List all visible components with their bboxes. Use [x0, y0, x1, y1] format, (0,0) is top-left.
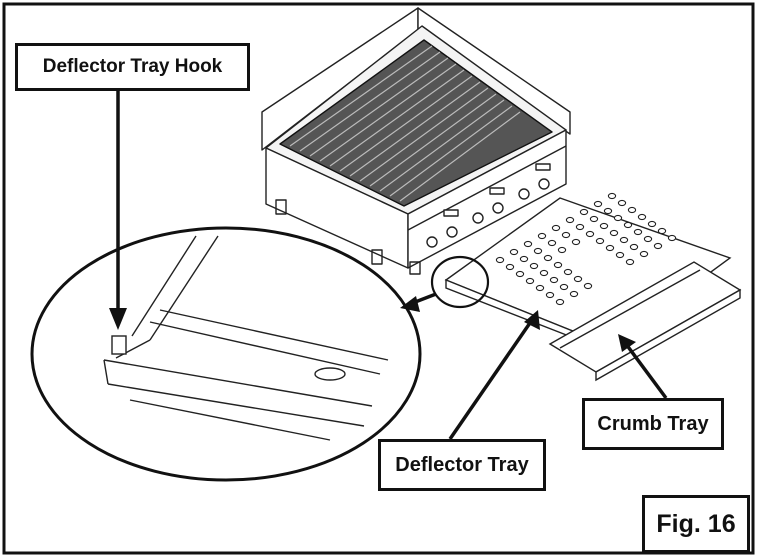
perforation-hole [545, 291, 555, 299]
perforation-hole [509, 248, 519, 256]
perforation-hole [515, 270, 525, 278]
leader-lines [109, 91, 668, 440]
perforation-hole [639, 250, 649, 258]
perforation-hole [647, 220, 657, 228]
detail-circle-small [430, 255, 490, 309]
perforation-hole [593, 200, 603, 208]
charbroiler-illustration [261, 7, 571, 275]
perforation-hole [615, 251, 625, 259]
perforation-hole [643, 235, 653, 243]
perforation-hole [537, 232, 547, 240]
perforation-hole [657, 227, 667, 235]
perforation-hole [633, 228, 643, 236]
perforation-hole [495, 256, 505, 264]
perforation-hole [599, 222, 609, 230]
deflector-tray-hook-label: Deflector Tray Hook [15, 43, 250, 91]
perforation-hole [561, 231, 571, 239]
perforation-hole [623, 221, 633, 229]
perforation-hole [617, 199, 627, 207]
perforation-hole [653, 242, 663, 250]
crumb-tray-label: Crumb Tray [582, 398, 724, 450]
perforation-hole [627, 206, 637, 214]
perforation-hole [573, 275, 583, 283]
perforation-hole [637, 213, 647, 221]
perforation-hole [555, 298, 565, 306]
perforation-hole [609, 229, 619, 237]
perforation-hole [667, 234, 677, 242]
perforation-hole [543, 254, 553, 262]
perforation-hole [557, 246, 567, 254]
perforation-hole [585, 230, 595, 238]
perforation-hole [535, 284, 545, 292]
crumb-tray-illustration [548, 261, 742, 382]
perforation-hole [625, 258, 635, 266]
perforation-hole [613, 214, 623, 222]
deflector-tray-label: Deflector Tray [378, 439, 546, 491]
perforation-hole [519, 255, 529, 263]
perforation-hole [539, 269, 549, 277]
perforation-hole [549, 276, 559, 284]
magnified-hook-detail [103, 235, 389, 441]
magnified-detail-circle [30, 226, 422, 482]
perforation-hole [551, 224, 561, 232]
perforation-hole [583, 282, 593, 290]
perforation-hole [563, 268, 573, 276]
perforation-hole [547, 239, 557, 247]
perforation-hole [579, 208, 589, 216]
perforation-hole [603, 207, 613, 215]
perforation-hole [565, 216, 575, 224]
perforation-hole [575, 223, 585, 231]
perforation-hole [607, 192, 617, 200]
perforation-hole [525, 277, 535, 285]
perforation-hole [569, 290, 579, 298]
deflector-tray-holes [495, 192, 677, 306]
perforation-hole [589, 215, 599, 223]
perforation-hole [605, 244, 615, 252]
perforation-hole [571, 238, 581, 246]
perforation-hole [595, 237, 605, 245]
perforation-hole [533, 247, 543, 255]
perforation-hole [559, 283, 569, 291]
perforation-hole [523, 240, 533, 248]
perforation-hole [629, 243, 639, 251]
perforation-hole [619, 236, 629, 244]
perforation-hole [529, 262, 539, 270]
perforation-hole [505, 263, 515, 271]
figure-number-label: Fig. 16 [642, 495, 750, 553]
perforation-hole [553, 261, 563, 269]
